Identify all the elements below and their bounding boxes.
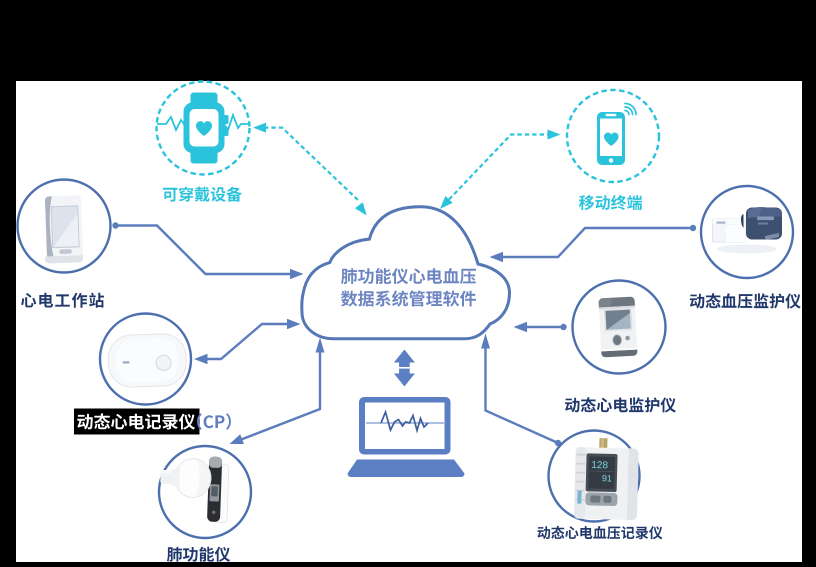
svg-text:128: 128 — [591, 460, 608, 471]
svg-text:91: 91 — [602, 473, 612, 483]
